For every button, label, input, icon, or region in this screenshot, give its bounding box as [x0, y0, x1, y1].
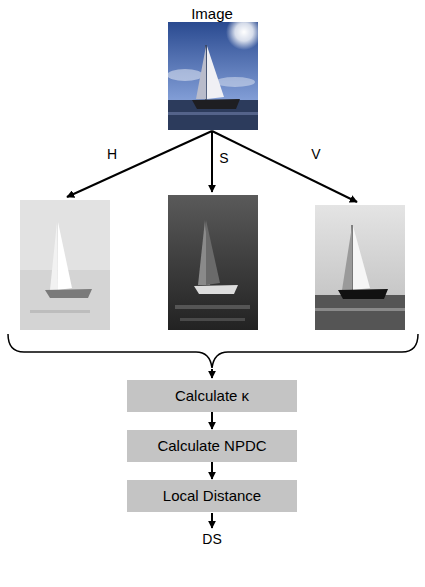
flow-arrow [211, 462, 213, 479]
split-arrows [67, 131, 357, 202]
merge-arrow [211, 369, 213, 378]
node-text: Image [191, 5, 233, 23]
photo-hull [192, 99, 240, 109]
split-arrow [67, 131, 212, 197]
color-photo [167, 14, 262, 130]
sat-hull [194, 285, 238, 294]
node-text: Local Distance [163, 487, 261, 505]
val-wave [315, 308, 405, 311]
channel-label: H [105, 146, 119, 162]
value-image [315, 205, 405, 330]
channel-label: V [309, 146, 322, 162]
node-text: Calculate NPDC [157, 437, 266, 455]
photo-cloud [167, 69, 203, 81]
split-arrow [211, 131, 213, 192]
brace [8, 334, 418, 368]
node-text: Calculate κ [175, 387, 249, 405]
val-sea [315, 295, 405, 330]
photo-cloud [215, 77, 255, 87]
split-arrow [212, 131, 357, 202]
hue-hull [45, 289, 92, 298]
process-box: Local Distance [127, 480, 297, 512]
photo-sail [196, 46, 206, 99]
hue-image [20, 200, 110, 330]
photo-sea [168, 100, 258, 130]
sat-wave [180, 318, 245, 321]
output-arrow [211, 513, 213, 528]
flow-arrow [211, 412, 213, 429]
sat-sail [206, 220, 220, 285]
channel-label: S [217, 150, 230, 166]
saturation-image [168, 195, 258, 330]
hue-ground [20, 200, 110, 330]
output-label: DS [200, 531, 223, 547]
photo-wave [168, 112, 258, 115]
hue-sail [50, 222, 58, 290]
photo-sail [207, 46, 224, 99]
image-heading-node: Image [172, 1, 252, 27]
process-box: Calculate κ [127, 380, 297, 412]
process-box: Calculate NPDC [127, 430, 297, 462]
hue-sail [58, 222, 72, 290]
hue-wave [30, 310, 90, 313]
sat-ground [168, 195, 258, 330]
val-sky [315, 205, 405, 330]
val-sail [342, 226, 352, 290]
sat-wave [175, 305, 250, 309]
val-sail [353, 226, 370, 290]
val-hull [338, 289, 388, 299]
